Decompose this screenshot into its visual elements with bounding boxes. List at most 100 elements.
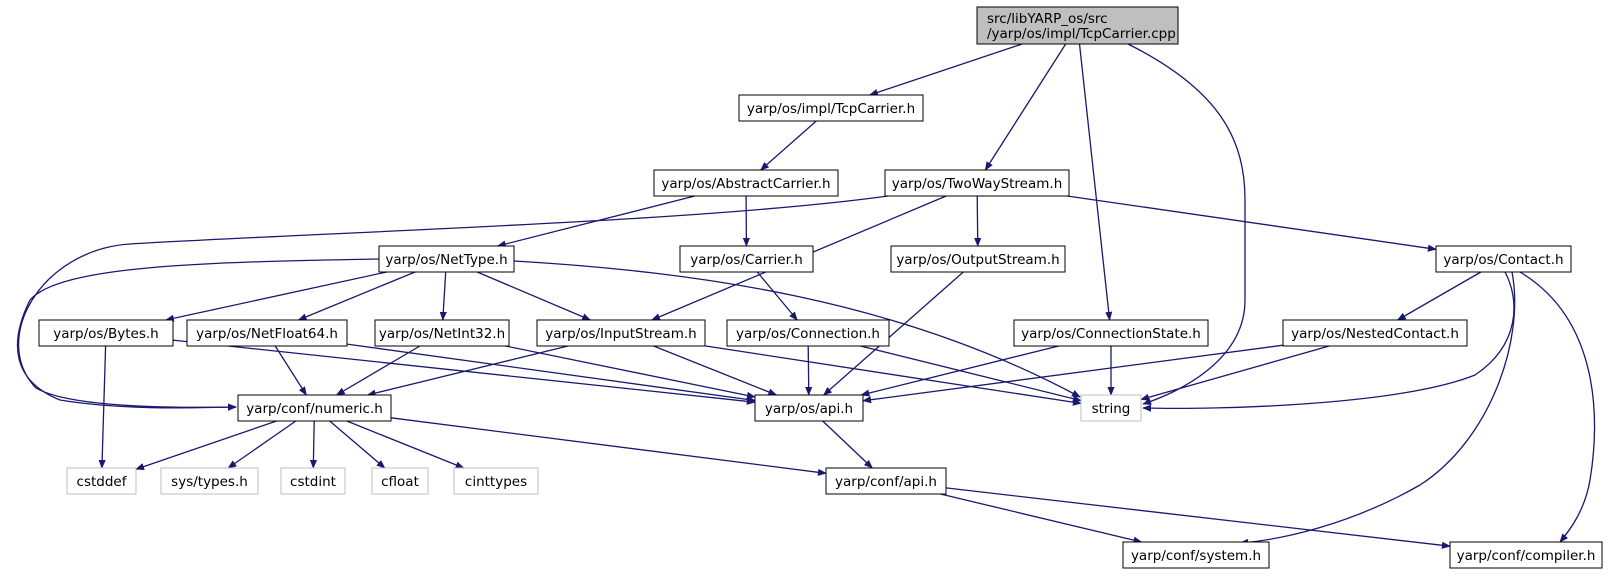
node-label: string [1092, 401, 1131, 417]
node-label: yarp/os/NetInt32.h [379, 326, 505, 342]
edge-twowaystream-to-numeric [18, 195, 889, 411]
edge-netint32-to-numeric [335, 345, 421, 396]
node-carrier[interactable]: yarp/os/Carrier.h [679, 245, 814, 273]
edge-nettype-to-inputstream [476, 271, 592, 321]
edge-root-to-string [1127, 43, 1246, 405]
node-label: yarp/os/NestedContact.h [1291, 326, 1459, 342]
edge-bytes-to-cstddef [98, 345, 107, 469]
node-conf-compiler[interactable]: yarp/conf/compiler.h [1449, 541, 1603, 569]
edge-contact-to-conf_compiler [1519, 271, 1596, 543]
node-label: yarp/os/ConnectionState.h [1021, 326, 1201, 342]
node-twowaystream[interactable]: yarp/os/TwoWayStream.h [884, 169, 1070, 197]
edge-netfloat64-to-numeric [274, 345, 307, 396]
node-abstractcarrier[interactable]: yarp/os/AbstractCarrier.h [653, 169, 839, 197]
node-box [160, 467, 259, 495]
node-label: cinttypes [465, 474, 527, 490]
edge-nestedcontact-to-os_api [862, 344, 1284, 404]
node-nestedcontact[interactable]: yarp/os/NestedContact.h [1282, 319, 1468, 347]
edge-numeric-to-systypes [227, 420, 297, 469]
node-box [890, 245, 1066, 273]
node-box [38, 319, 174, 347]
node-box [1435, 245, 1572, 273]
edge-twowaystream-to-outputstream [974, 195, 982, 247]
edge-outputstream-to-os_api [823, 271, 964, 396]
edge-inputstream-to-os_api [653, 345, 778, 396]
node-label: yarp/os/InputStream.h [545, 326, 696, 342]
node-box [1080, 394, 1142, 422]
node-label: sys/types.h [171, 474, 248, 490]
node-bytes[interactable]: yarp/os/Bytes.h [38, 319, 174, 347]
node-box [653, 169, 839, 197]
edge-nestedcontact-to-string [1140, 345, 1330, 401]
node-box [186, 319, 348, 347]
node-label: yarp/conf/numeric.h [246, 401, 383, 417]
edge-conf_api-to-conf_compiler [945, 487, 1451, 549]
node-numeric[interactable]: yarp/conf/numeric.h [237, 394, 392, 422]
edge-nettype-to-numeric [16, 258, 382, 411]
node-box [1449, 541, 1603, 569]
node-cstdint: cstdint [280, 467, 346, 495]
edge-numeric-to-cinttypes [346, 420, 465, 469]
node-connection[interactable]: yarp/os/Connection.h [726, 319, 890, 347]
edge-inputstream-to-numeric [366, 345, 569, 397]
node-outputstream[interactable]: yarp/os/OutputStream.h [890, 245, 1066, 273]
node-box [884, 169, 1070, 197]
edge-contact-to-conf_system [1239, 271, 1516, 546]
node-label: cstdint [290, 474, 336, 490]
node-label: /yarp/os/impl/TcpCarrier.cpp [987, 26, 1176, 42]
edge-numeric-to-cfloat [329, 420, 386, 469]
node-contact[interactable]: yarp/os/Contact.h [1435, 245, 1572, 273]
node-netfloat64[interactable]: yarp/os/NetFloat64.h [186, 319, 348, 347]
node-label: yarp/os/OutputStream.h [896, 252, 1059, 268]
node-box [66, 467, 137, 495]
node-conf-system[interactable]: yarp/conf/system.h [1122, 541, 1270, 569]
edge-os_api-to-conf_api [822, 420, 873, 469]
nodes-layer: src/libYARP_os/src/yarp/os/impl/TcpCarri… [38, 6, 1603, 569]
edge-root-to-connectionstate [1078, 43, 1113, 321]
node-box [237, 394, 392, 422]
node-netint32[interactable]: yarp/os/NetInt32.h [374, 319, 510, 347]
node-box [1282, 319, 1468, 347]
node-cstddef: cstddef [66, 467, 137, 495]
node-os-api[interactable]: yarp/os/api.h [754, 394, 864, 422]
node-label: cfloat [381, 474, 419, 490]
edge-impl_tcpcarrier-to-abstractcarrier [760, 120, 817, 171]
node-label: yarp/os/Contact.h [1443, 252, 1563, 268]
node-box [371, 467, 429, 495]
node-conf-api[interactable]: yarp/conf/api.h [825, 467, 947, 495]
edge-nettype-to-netint32 [439, 271, 447, 321]
node-string: string [1080, 394, 1142, 422]
node-inputstream[interactable]: yarp/os/InputStream.h [536, 319, 706, 347]
node-root[interactable]: src/libYARP_os/src/yarp/os/impl/TcpCarri… [976, 6, 1179, 45]
node-nettype[interactable]: yarp/os/NetType.h [378, 245, 515, 273]
node-impl-tcpcarrier[interactable]: yarp/os/impl/TcpCarrier.h [738, 94, 924, 122]
node-box [1013, 319, 1209, 347]
node-label: yarp/os/api.h [765, 401, 853, 417]
node-label: yarp/os/Connection.h [736, 326, 880, 342]
node-box [726, 319, 890, 347]
node-connectionstate[interactable]: yarp/os/ConnectionState.h [1013, 319, 1209, 347]
node-box [738, 94, 924, 122]
node-box [536, 319, 706, 347]
edge-nettype-to-netfloat64 [297, 271, 416, 321]
edge-numeric-to-conf_api [390, 417, 827, 476]
node-box [679, 245, 814, 273]
edge-connectionstate-to-os_api [860, 345, 1059, 397]
node-box [378, 245, 515, 273]
edge-connection-to-os_api [805, 345, 813, 396]
node-label: yarp/os/NetType.h [385, 252, 507, 268]
node-label: yarp/os/Bytes.h [53, 326, 159, 342]
node-box [754, 394, 864, 422]
node-label: cstddef [77, 474, 128, 490]
node-systypes: sys/types.h [160, 467, 259, 495]
node-label: yarp/os/Carrier.h [690, 252, 803, 268]
node-label: yarp/conf/system.h [1131, 548, 1261, 564]
node-box [1122, 541, 1270, 569]
node-label: yarp/os/TwoWayStream.h [892, 176, 1063, 192]
edge-connection-to-string [860, 345, 1082, 403]
edge-root-to-impl_tcpcarrier [868, 43, 1023, 96]
edge-carrier-to-connection [756, 271, 798, 321]
edges-layer [16, 43, 1596, 549]
edge-numeric-to-cstdint [309, 420, 318, 469]
